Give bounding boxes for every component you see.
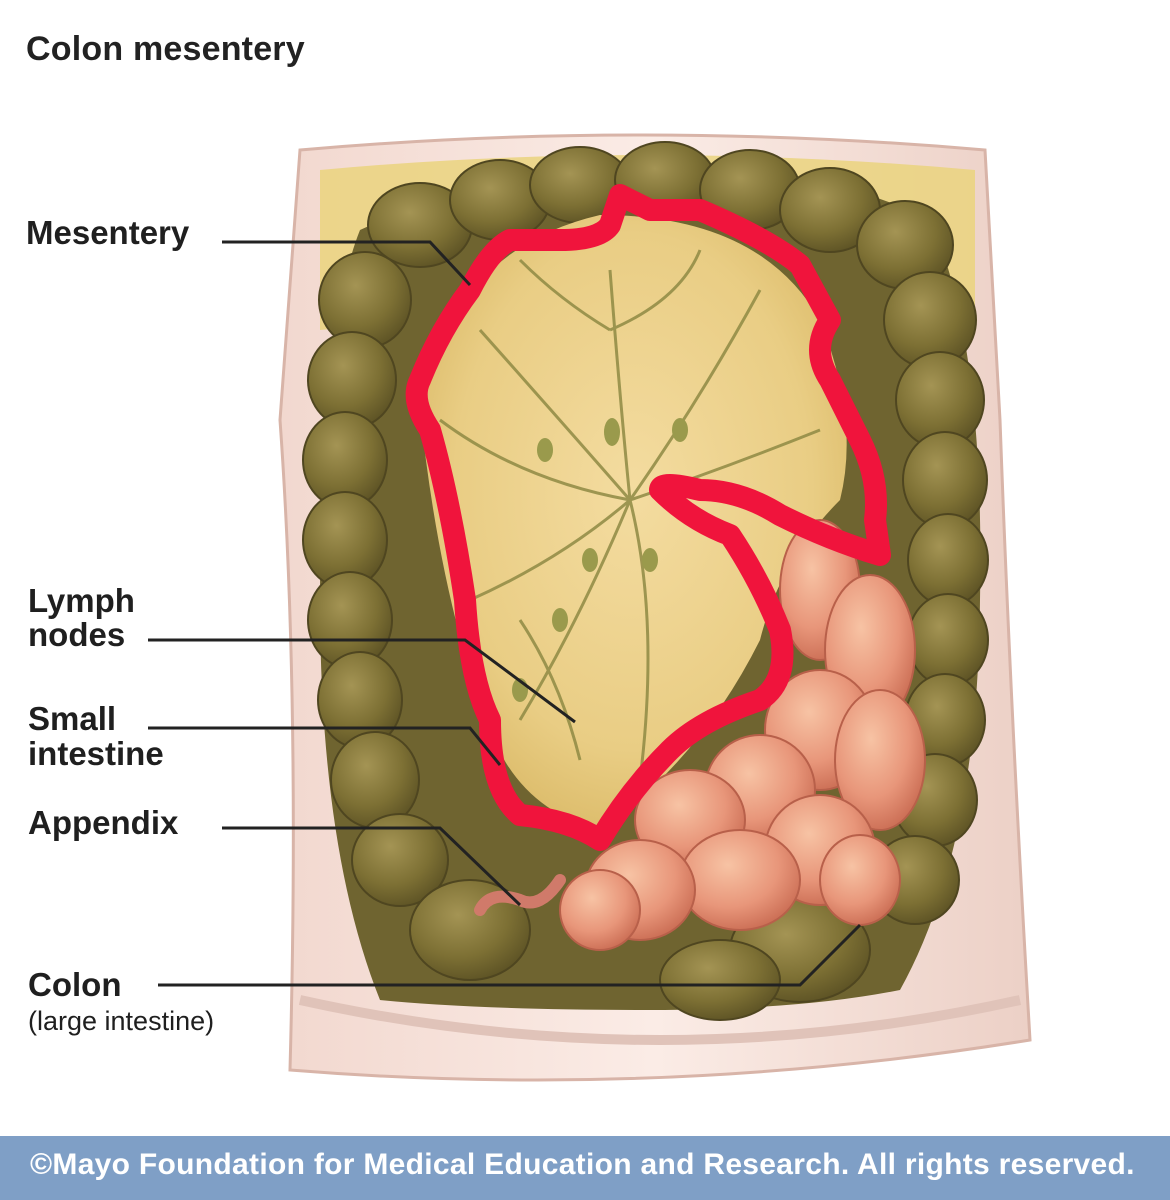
label-mesentery: Mesentery [26,214,190,251]
label-colon-subtitle: (large intestine) [28,1006,215,1036]
leader-appendix [222,826,522,907]
leader-colon [158,923,862,987]
leader-lymph-nodes [148,638,576,724]
lymph-node-markers [512,418,688,702]
copyright-footer: ©Mayo Foundation for Medical Education a… [0,1136,1170,1200]
label-lymph-nodes-line2: nodes [28,616,126,653]
mesentery-sheet [420,215,847,830]
small-intestine-loops [559,519,926,951]
appendix-shape [474,874,566,916]
anatomy-illustration [148,133,1032,1082]
leader-lines [148,240,862,987]
label-lymph-nodes-line1: Lymph [28,582,135,619]
leader-mesentery [222,240,472,287]
label-colon: Colon [28,966,122,1003]
copyright-text: ©Mayo Foundation for Medical Education a… [30,1148,1135,1181]
label-small-intestine-line1: Small [28,700,117,737]
highlight-outline [405,184,891,851]
label-small-intestine-line2: intestine [28,735,164,772]
label-appendix: Appendix [28,804,179,841]
mesenteric-vessels [439,249,821,781]
diagram-title: Colon mesentery [26,30,305,68]
leader-small-intestine [148,726,502,766]
